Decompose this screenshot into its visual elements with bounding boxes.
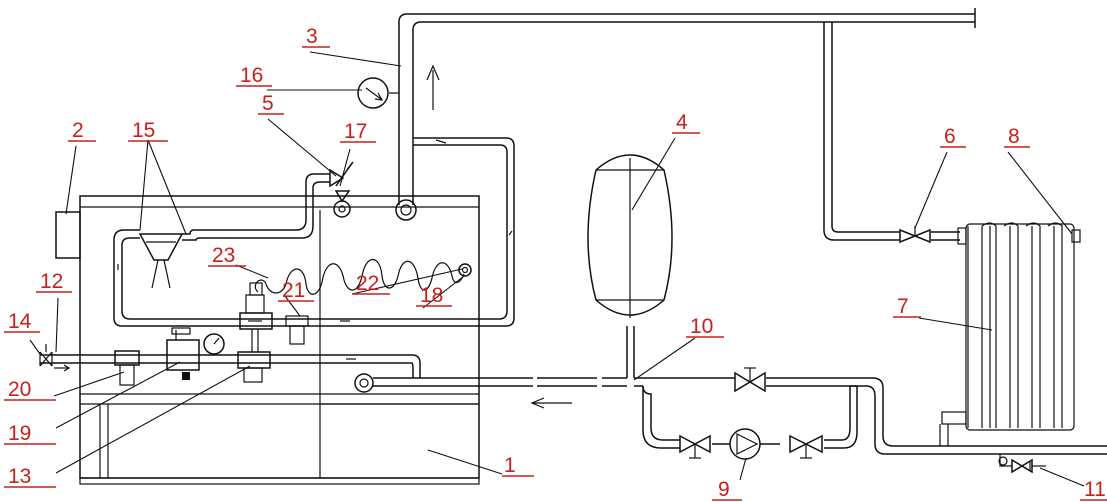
label-12: 12 <box>40 270 63 293</box>
label-1: 1 <box>504 454 516 477</box>
label-7: 7 <box>897 295 909 318</box>
return-line <box>354 326 1107 455</box>
air-vent <box>333 190 351 218</box>
air-separator <box>138 173 330 289</box>
label-13: 13 <box>8 465 31 488</box>
drain-valve <box>998 454 1046 474</box>
radiator <box>939 222 1081 446</box>
label-20: 20 <box>8 378 31 401</box>
control-panel <box>55 211 81 259</box>
label-3: 3 <box>306 25 318 48</box>
label-2: 2 <box>72 119 84 142</box>
label-17: 17 <box>344 120 367 143</box>
expansion-vessel <box>587 154 673 318</box>
internal-circuit <box>113 137 515 327</box>
label-18: 18 <box>420 284 443 307</box>
label-11: 11 <box>1084 478 1106 501</box>
label-14: 14 <box>8 310 32 333</box>
three-way-valve <box>239 312 273 330</box>
bypass-valve <box>734 367 766 393</box>
boiler-unit <box>79 195 480 485</box>
label-15: 15 <box>132 119 155 142</box>
label-10: 10 <box>690 315 713 338</box>
label-22: 22 <box>356 272 379 295</box>
label-21: 21 <box>282 279 305 302</box>
label-9: 9 <box>718 478 730 501</box>
circulation-pump <box>729 428 761 460</box>
pump-isolation-valve-left <box>679 434 711 459</box>
feed-line <box>39 327 421 386</box>
radiator-valve <box>899 226 931 244</box>
radiator-supply <box>823 22 960 241</box>
label-19: 19 <box>8 422 31 445</box>
label-4: 4 <box>676 111 688 134</box>
labels: 1 2 3 4 5 6 7 8 9 10 11 12 13 14 15 16 1 <box>4 25 1107 501</box>
pump-isolation-valve-right <box>789 434 823 459</box>
label-8: 8 <box>1008 125 1020 148</box>
pressure-gauge <box>357 77 389 109</box>
filter-21 <box>285 315 309 345</box>
leader-lines <box>29 51 1085 487</box>
flow-pipe <box>389 8 976 221</box>
label-6: 6 <box>944 125 956 148</box>
label-5: 5 <box>262 92 274 115</box>
label-23: 23 <box>212 244 235 267</box>
label-16: 16 <box>240 64 263 87</box>
